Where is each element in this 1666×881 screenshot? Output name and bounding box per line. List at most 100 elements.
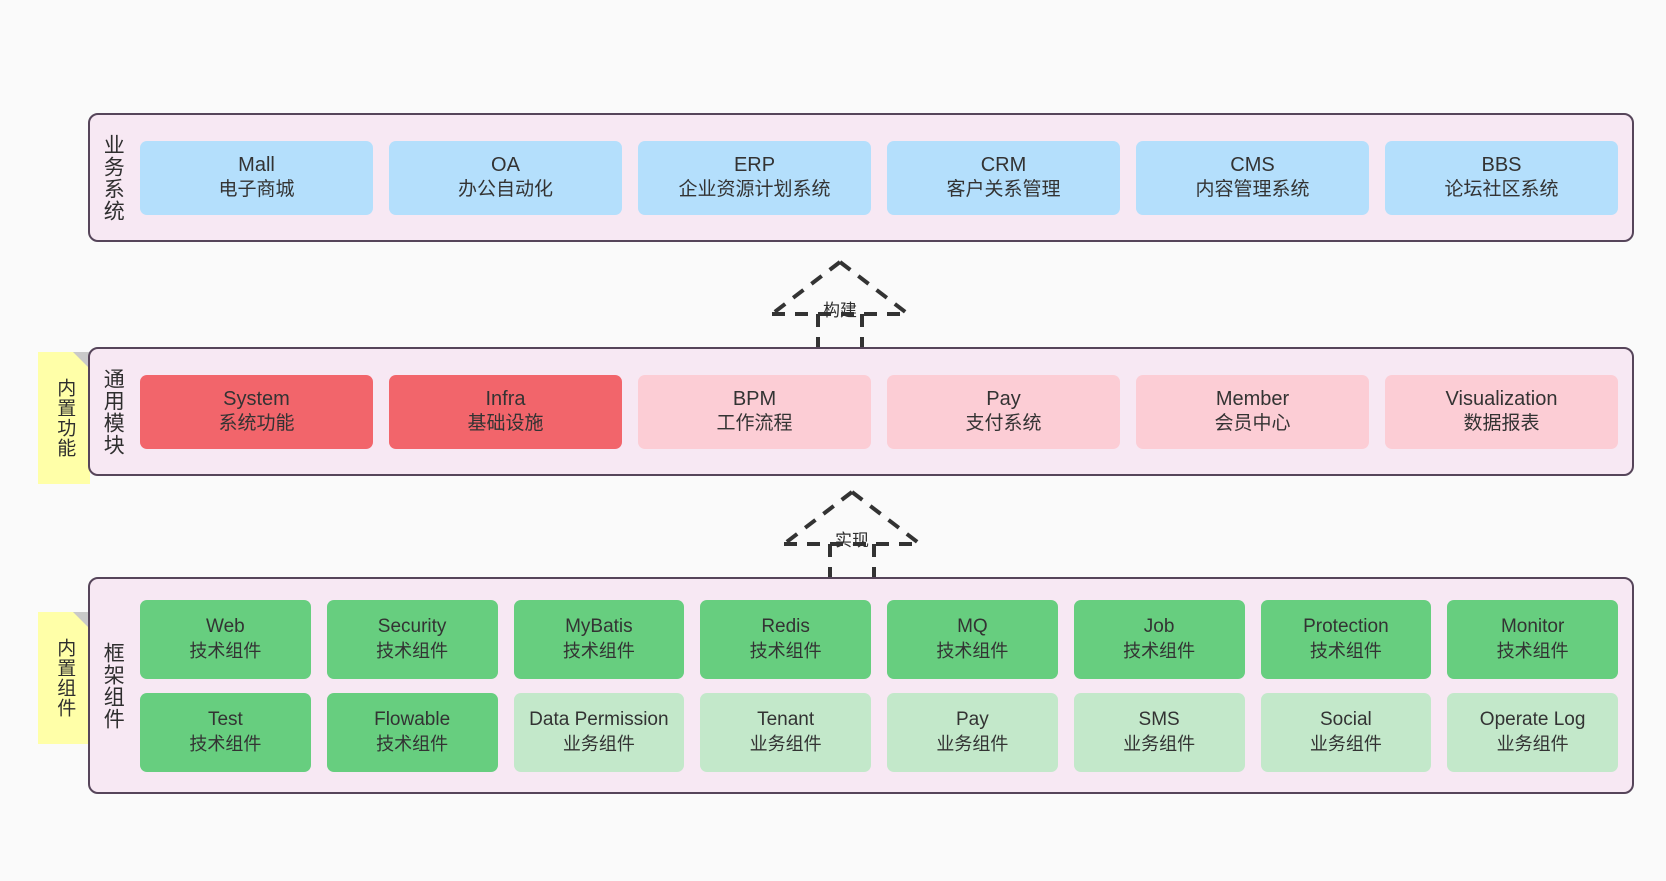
card-title-cn: 内容管理系统 <box>1195 179 1310 201</box>
card-flowable[interactable]: Flowable 技术组件 <box>326 692 498 772</box>
card-title-cn: 业务组件 <box>1123 733 1196 754</box>
card-title-en: Tenant <box>757 709 815 731</box>
card-title-en: Mall <box>238 153 275 176</box>
layer-framework-components: 框架组件 Web 技术组件 Security 技术组件 MyBatis 技术组件… <box>88 577 1634 794</box>
card-mall[interactable]: Mall 电子商城 <box>140 140 373 215</box>
card-title-en: OA <box>491 153 520 176</box>
card-title-cn: 业务组件 <box>1309 733 1382 754</box>
sticky-note-label: 内置组件 <box>54 638 76 718</box>
card-title-en: Security <box>377 616 447 638</box>
card-title-cn: 业务组件 <box>562 733 635 754</box>
layer-common-modules: 通用模块 System 系统功能 Infra 基础设施 BPM 工作流程 Pay… <box>88 347 1634 476</box>
card-title-cn: 办公自动化 <box>457 179 553 201</box>
layer-body-common: System 系统功能 Infra 基础设施 BPM 工作流程 Pay 支付系统… <box>134 349 1632 474</box>
card-title-en: System <box>223 387 290 410</box>
card-title-en: Flowable <box>374 709 451 731</box>
card-protection[interactable]: Protection 技术组件 <box>1260 599 1432 679</box>
card-system[interactable]: System 系统功能 <box>140 374 373 449</box>
card-title-cn: 技术组件 <box>749 640 822 661</box>
card-web[interactable]: Web 技术组件 <box>140 599 311 679</box>
layer-body-framework: Web 技术组件 Security 技术组件 MyBatis 技术组件 Redi… <box>134 579 1632 792</box>
card-test[interactable]: Test 技术组件 <box>140 692 311 772</box>
card-title-cn: 业务组件 <box>1496 733 1569 754</box>
layer-title-common: 通用模块 <box>101 367 125 456</box>
card-bpm[interactable]: BPM 工作流程 <box>638 374 871 449</box>
card-title-en: BBS <box>1481 153 1522 176</box>
layer-title-business: 业务系统 <box>101 133 125 222</box>
card-visualization[interactable]: Visualization 数据报表 <box>1385 374 1618 449</box>
card-member[interactable]: Member 会员中心 <box>1136 374 1369 449</box>
card-title-cn: 工作流程 <box>716 413 793 435</box>
card-oa[interactable]: OA 办公自动化 <box>389 140 622 215</box>
card-title-cn: 系统功能 <box>218 413 295 435</box>
card-title-en: Infra <box>485 387 526 410</box>
card-title-cn: 会员中心 <box>1214 413 1291 435</box>
card-row: Web 技术组件 Security 技术组件 MyBatis 技术组件 Redi… <box>140 599 1618 679</box>
card-title-en: Operate Log <box>1479 709 1586 731</box>
card-title-cn: 技术组件 <box>189 640 262 661</box>
card-pay[interactable]: Pay 支付系统 <box>887 374 1120 449</box>
card-erp[interactable]: ERP 企业资源计划系统 <box>638 140 871 215</box>
card-title-cn: 技术组件 <box>936 640 1009 661</box>
sticky-note-builtin-functions: 内置功能 <box>38 352 90 484</box>
card-title-cn: 技术组件 <box>189 733 262 754</box>
card-operate-log[interactable]: Operate Log 业务组件 <box>1447 692 1618 772</box>
card-title-cn: 技术组件 <box>376 640 449 661</box>
card-mq[interactable]: MQ 技术组件 <box>887 599 1058 679</box>
card-title-en: BPM <box>732 387 777 410</box>
card-crm[interactable]: CRM 客户关系管理 <box>887 140 1120 215</box>
card-row: System 系统功能 Infra 基础设施 BPM 工作流程 Pay 支付系统… <box>140 374 1618 449</box>
card-title-cn: 业务组件 <box>936 733 1009 754</box>
arrow-implement-label: 实现 <box>835 531 869 550</box>
card-mybatis[interactable]: MyBatis 技术组件 <box>513 599 685 679</box>
card-title-en: Pay <box>956 709 989 731</box>
card-title-cn: 论坛社区系统 <box>1444 179 1559 201</box>
card-infra[interactable]: Infra 基础设施 <box>389 374 622 449</box>
card-title-cn: 技术组件 <box>1496 640 1569 661</box>
card-title-en: Test <box>207 709 243 731</box>
card-title-cn: 技术组件 <box>1123 640 1196 661</box>
card-sms[interactable]: SMS 业务组件 <box>1073 692 1245 772</box>
card-title-en: Redis <box>761 616 810 638</box>
card-redis[interactable]: Redis 技术组件 <box>700 599 871 679</box>
card-title-cn: 基础设施 <box>467 413 544 435</box>
card-title-en: Web <box>206 616 245 638</box>
card-title-en: Protection <box>1303 616 1389 638</box>
card-title-en: Pay <box>986 387 1021 410</box>
card-monitor[interactable]: Monitor 技术组件 <box>1447 599 1618 679</box>
card-title-en: CRM <box>980 153 1027 176</box>
card-cms[interactable]: CMS 内容管理系统 <box>1136 140 1369 215</box>
card-tenant[interactable]: Tenant 业务组件 <box>700 692 871 772</box>
card-title-cn: 技术组件 <box>562 640 635 661</box>
card-pay-business[interactable]: Pay 业务组件 <box>887 692 1058 772</box>
card-bbs[interactable]: BBS 论坛社区系统 <box>1385 140 1618 215</box>
card-title-en: CMS <box>1230 153 1275 176</box>
card-row: Test 技术组件 Flowable 技术组件 Data Permission … <box>140 692 1618 772</box>
layer-title-framework: 框架组件 <box>101 641 125 730</box>
card-title-cn: 业务组件 <box>749 733 822 754</box>
card-title-en: Social <box>1320 709 1372 731</box>
sticky-note-builtin-components: 内置组件 <box>38 612 90 744</box>
card-title-cn: 数据报表 <box>1463 413 1540 435</box>
card-social[interactable]: Social 业务组件 <box>1260 692 1432 772</box>
card-job[interactable]: Job 技术组件 <box>1073 599 1245 679</box>
card-title-cn: 技术组件 <box>1309 640 1382 661</box>
card-title-en: Data Permission <box>529 709 669 731</box>
layer-body-business: Mall 电子商城 OA 办公自动化 ERP 企业资源计划系统 CRM 客户关系… <box>134 115 1632 240</box>
card-title-en: Job <box>1143 616 1175 638</box>
card-title-cn: 电子商城 <box>218 179 295 201</box>
arrow-build: 构建 <box>760 258 920 354</box>
card-title-en: Member <box>1215 387 1290 410</box>
card-title-cn: 企业资源计划系统 <box>678 179 831 201</box>
card-title-cn: 支付系统 <box>965 413 1042 435</box>
sticky-note-label: 内置功能 <box>54 378 76 458</box>
card-title-en: ERP <box>733 153 776 176</box>
card-row: Mall 电子商城 OA 办公自动化 ERP 企业资源计划系统 CRM 客户关系… <box>140 140 1618 215</box>
card-title-cn: 客户关系管理 <box>946 179 1061 201</box>
card-security[interactable]: Security 技术组件 <box>326 599 498 679</box>
card-title-en: MQ <box>957 616 988 638</box>
card-data-permission[interactable]: Data Permission 业务组件 <box>513 692 685 772</box>
arrow-build-label: 构建 <box>823 301 857 320</box>
card-title-en: MyBatis <box>565 616 633 638</box>
